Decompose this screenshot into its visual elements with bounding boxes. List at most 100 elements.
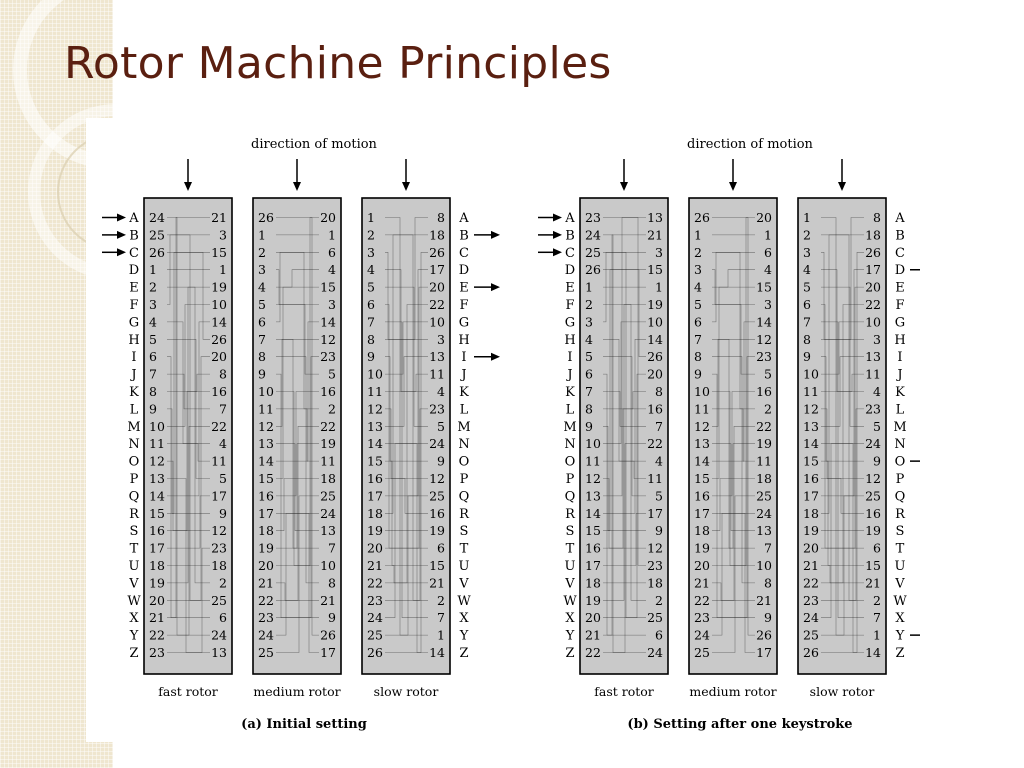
rotor-left-contact: 3 — [367, 245, 375, 260]
output-letter: J — [459, 368, 466, 383]
rotor-right-contact: 12 — [647, 541, 663, 556]
rotor-wire — [712, 513, 755, 636]
input-letter: K — [129, 385, 139, 400]
rotor-left-contact: 20 — [258, 558, 274, 573]
rotor-left-contact: 9 — [585, 419, 593, 434]
rotor-left-contact: 8 — [258, 349, 266, 364]
rotor-left-contact: 4 — [803, 262, 811, 277]
rotor-left-contact: 6 — [803, 297, 811, 312]
rotor-wire — [167, 547, 210, 653]
rotor-right-contact: 16 — [647, 401, 663, 416]
rotor-right-contact: 10 — [320, 558, 336, 573]
rotor-right-contact: 25 — [865, 488, 881, 503]
rotor-wire — [603, 460, 646, 479]
input-letter: Q — [129, 489, 140, 504]
panel-caption: (b) Setting after one keystroke — [627, 717, 852, 732]
rotor-left-contact: 13 — [694, 436, 710, 451]
rotor-left-contact: 2 — [803, 227, 811, 242]
rotor-right-contact: 13 — [647, 210, 663, 225]
rotor-right-contact: 11 — [647, 471, 663, 486]
rotor-right-contact: 4 — [328, 262, 336, 277]
rotor-wire — [276, 582, 319, 601]
rotor-right-contact: 7 — [437, 610, 445, 625]
rotor-wire — [276, 356, 319, 618]
rotor-wire — [712, 356, 755, 584]
rotor-left-contact: 26 — [367, 645, 383, 660]
output-letter: T — [896, 542, 905, 557]
output-arrow-e — [474, 283, 500, 292]
output-arrow-y — [910, 634, 920, 636]
rotor-right-contact: 22 — [429, 297, 445, 312]
rotor-left-contact: 15 — [149, 506, 165, 521]
rotor-left-contact: 3 — [585, 314, 593, 329]
input-letter: Y — [565, 629, 575, 644]
rotor-right-contact: 23 — [211, 541, 227, 556]
rotor-right-contact: 10 — [865, 314, 881, 329]
rotor-left-contact: 6 — [367, 297, 375, 312]
output-letter: J — [895, 368, 902, 383]
rotor-wire — [712, 478, 755, 531]
rotor-left-contact: 4 — [367, 262, 375, 277]
rotor-left-contact: 23 — [803, 593, 819, 608]
rotor-right-contact: 4 — [764, 262, 772, 277]
rotor-left-contact: 4 — [149, 314, 157, 329]
input-letter: S — [130, 524, 139, 539]
rotor-right-contact: 18 — [756, 471, 772, 486]
rotor-left-contact: 25 — [803, 628, 819, 643]
rotor-left-contact: 17 — [585, 558, 601, 573]
rotor-right-contact: 24 — [320, 506, 336, 521]
rotor-right-contact: 25 — [429, 488, 445, 503]
rotor-right-contact: 5 — [437, 419, 445, 434]
direction-of-motion-label: direction of motion — [251, 137, 378, 152]
output-letter: G — [895, 315, 905, 330]
rotor-wire — [385, 321, 428, 618]
rotor-right-contact: 18 — [429, 227, 445, 242]
input-letter: A — [128, 211, 139, 226]
rotor-left-contact: 1 — [585, 280, 593, 295]
output-letter: X — [459, 611, 469, 626]
rotor-left-contact: 24 — [149, 210, 165, 225]
rotor-wire — [276, 478, 319, 531]
rotor-right-contact: 11 — [756, 454, 772, 469]
rotor-left-contact: 10 — [367, 367, 383, 382]
rotor-left-contact: 5 — [149, 332, 157, 347]
rotor-left-contact: 4 — [694, 280, 702, 295]
rotor-right-contact: 13 — [211, 645, 227, 660]
rotor-right-contact: 9 — [764, 610, 772, 625]
output-letter: L — [460, 402, 469, 417]
rotor-right-contact: 5 — [328, 367, 336, 382]
input-letter: H — [128, 333, 139, 348]
rotor-wire — [385, 286, 428, 549]
output-letter: I — [461, 350, 466, 365]
rotor-left-contact: 3 — [258, 262, 266, 277]
rotor-left-contact: 12 — [258, 419, 274, 434]
rotor-right-contact: 12 — [320, 332, 336, 347]
rotor-left-contact: 9 — [149, 401, 157, 416]
rotor-right-contact: 6 — [219, 610, 227, 625]
rotor-left-contact: 25 — [585, 245, 601, 260]
rotor-right-contact: 2 — [219, 575, 227, 590]
rotor-right-contact: 10 — [756, 558, 772, 573]
rotor-right-contact: 20 — [211, 349, 227, 364]
output-letter: Q — [895, 489, 906, 504]
rotor-wire — [276, 339, 319, 427]
output-letter: K — [459, 385, 469, 400]
rotor-left-contact: 5 — [258, 297, 266, 312]
rotor-left-contact: 5 — [694, 297, 702, 312]
rotor-left-contact: 16 — [694, 488, 710, 503]
rotor-left-contact: 11 — [258, 401, 274, 416]
rotor-left-contact: 8 — [585, 401, 593, 416]
rotor-right-contact: 19 — [429, 523, 445, 538]
rotor-left-contact: 12 — [367, 401, 383, 416]
output-letter: U — [895, 559, 906, 574]
direction-of-motion-label: direction of motion — [687, 137, 814, 152]
rotor-right-contact: 13 — [865, 349, 881, 364]
rotor-right-contact: 13 — [320, 523, 336, 538]
rotor-right-contact: 16 — [429, 506, 445, 521]
rotor-left-contact: 11 — [585, 454, 601, 469]
input-letter: X — [129, 611, 139, 626]
rotor-right-contact: 8 — [655, 384, 663, 399]
rotor-right-contact: 24 — [756, 506, 772, 521]
rotor-left-contact: 7 — [585, 384, 593, 399]
rotor-right-contact: 20 — [756, 210, 772, 225]
